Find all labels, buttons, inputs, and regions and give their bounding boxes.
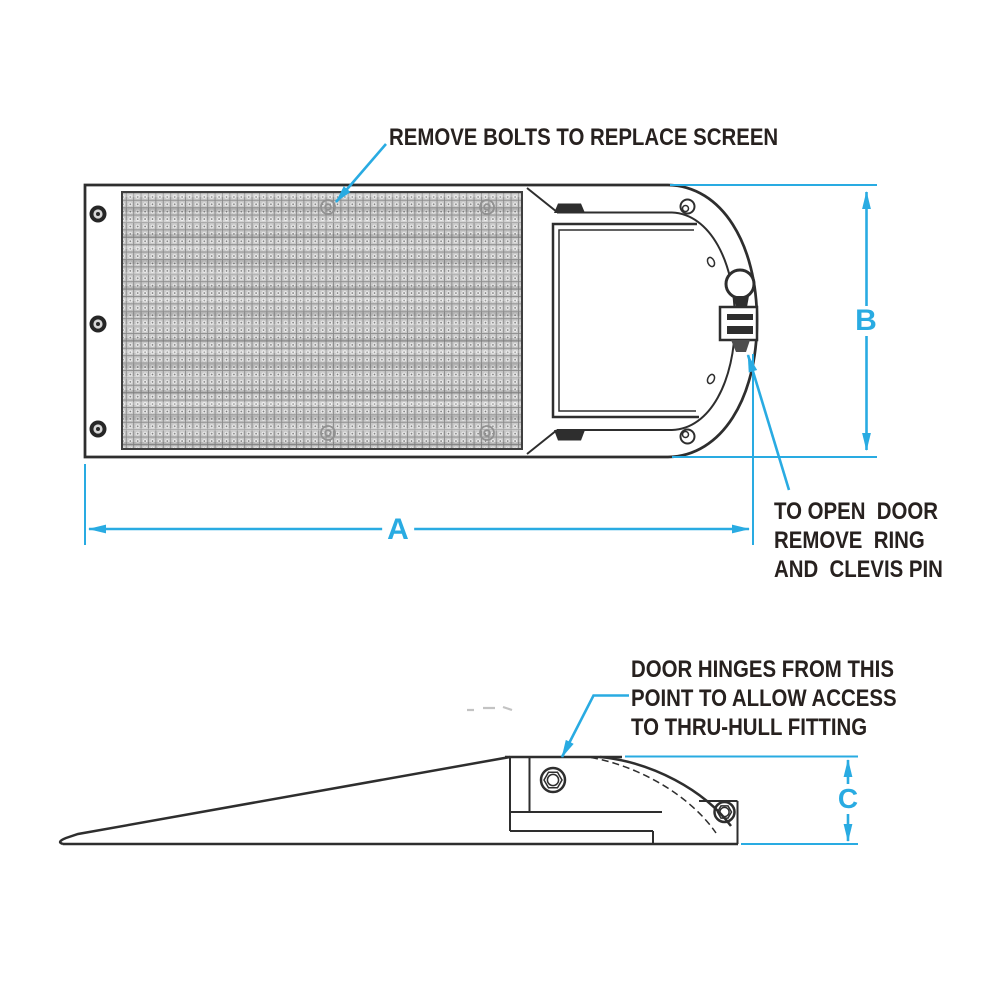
- screen-bolt-icon: [320, 199, 336, 215]
- hinge-block: [554, 203, 585, 213]
- dimension-label-A: A: [382, 515, 414, 545]
- rim-bolts: [679, 198, 716, 445]
- dimension-A: [84, 354, 754, 545]
- rim-bolt-icon: [679, 428, 696, 445]
- rim-band: [526, 187, 737, 455]
- dimension-label-C: C: [832, 784, 864, 814]
- door-outline: [551, 222, 699, 419]
- hinge-blocks: [554, 203, 585, 441]
- rivet-icon: [706, 373, 716, 385]
- base-flange: [510, 800, 739, 844]
- door-dome: [590, 755, 732, 834]
- erased-artifact: [467, 705, 513, 712]
- hinge-plate: [509, 757, 662, 831]
- latch-bolt-icon: [713, 800, 736, 824]
- screen-bolt-icon: [479, 199, 495, 215]
- screen-bolt-icon: [320, 425, 336, 441]
- dimension-B: [670, 184, 877, 458]
- bolt-icon: [89, 315, 107, 333]
- hinge-bolt-icon: [539, 766, 567, 794]
- bolt-icon: [89, 205, 107, 223]
- pull-ring: [724, 268, 756, 307]
- leader-remove-bolts: [335, 143, 387, 203]
- bolt-icon: [89, 420, 107, 438]
- annotation-door-hinges: DOOR HINGES FROM THIS POINT TO ALLOW ACC…: [631, 656, 897, 741]
- screen-mesh: [121, 191, 523, 450]
- rim-bolt-icon: [679, 198, 696, 215]
- hinge-block: [554, 430, 585, 441]
- clevis-pin: [718, 305, 759, 352]
- annotation-remove-bolts: REMOVE BOLTS TO REPLACE SCREEN: [389, 124, 779, 151]
- flange-bolts: [89, 205, 107, 438]
- rivet-icon: [706, 256, 716, 268]
- leader-clevis-pin: [746, 354, 791, 491]
- top-view: [83, 183, 759, 459]
- screen-bolt-icon: [479, 425, 495, 441]
- wedge-slope: [58, 755, 511, 846]
- leader-door-hinge: [560, 694, 629, 758]
- screen-bolts: [320, 199, 495, 441]
- dimension-label-B: B: [850, 306, 882, 336]
- side-view: [58, 705, 739, 846]
- annotation-open-door: TO OPEN DOOR REMOVE RING AND CLEVIS PIN: [774, 498, 943, 583]
- dimension-C: [625, 755, 858, 845]
